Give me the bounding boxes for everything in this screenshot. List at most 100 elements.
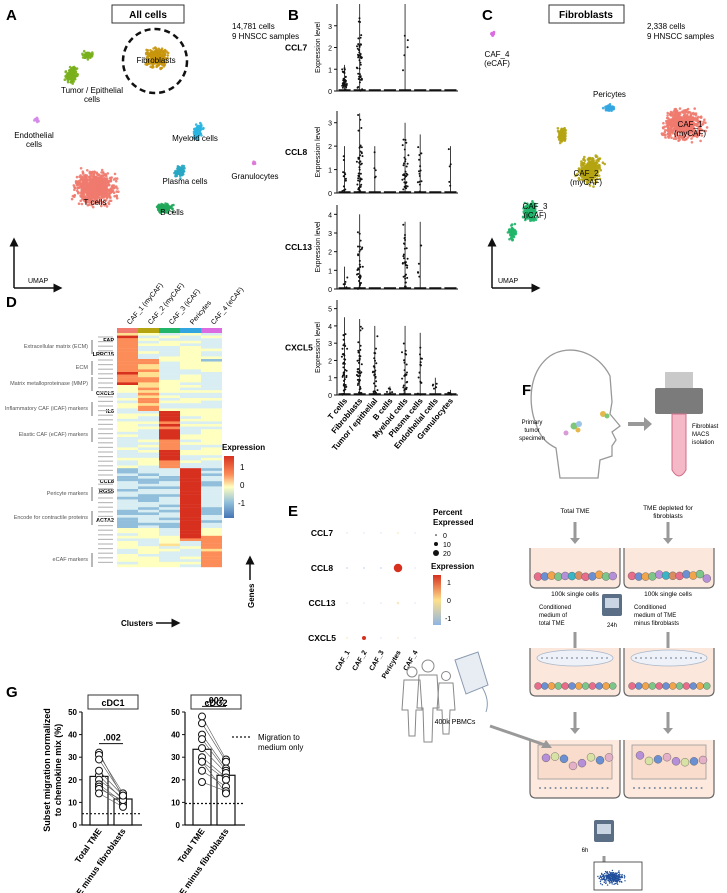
- cluster-tcells-point: [115, 177, 119, 180]
- cluster-plasma: [173, 164, 186, 180]
- cluster-tcells-point: [103, 173, 107, 176]
- heatmap-group-label: Matrix metalloproteinase (MMP): [10, 381, 88, 387]
- violin-point: [406, 380, 409, 383]
- heatmap-cell: [117, 533, 138, 536]
- migrating-cell: [604, 753, 614, 762]
- cluster-myeloid-point: [196, 126, 200, 130]
- cluster-tcells-point: [98, 187, 101, 191]
- violin-point: [419, 380, 422, 383]
- violin-point: [342, 366, 345, 369]
- well-cell: [669, 682, 677, 690]
- medium-particle: [645, 657, 647, 659]
- violin-point: [359, 118, 362, 121]
- cluster-tcells-point: [95, 171, 99, 174]
- heatmap-cell: [117, 379, 138, 383]
- medium-particle: [576, 657, 578, 659]
- heatmap-cell: [201, 424, 222, 427]
- dotplot-dot: [414, 567, 416, 569]
- violin-point: [361, 155, 364, 158]
- heatmap-cell: [159, 359, 180, 362]
- violin-point: [342, 155, 345, 158]
- violin-point: [359, 239, 362, 242]
- heatmap-cell: [201, 361, 222, 365]
- violin-point: [341, 353, 344, 356]
- violin-point: [359, 374, 361, 377]
- cluster-caf2-upper-point: [562, 136, 565, 139]
- violin-point: [375, 391, 377, 394]
- medium-particle: [690, 657, 692, 659]
- violin-ytick-label: 3: [328, 121, 332, 128]
- violin-point: [343, 362, 346, 365]
- violin-point: [403, 359, 406, 362]
- heatmap-cell: [180, 416, 201, 419]
- heatmap-cell: [138, 525, 159, 529]
- violin-point: [359, 185, 362, 188]
- violin-point: [359, 248, 362, 251]
- heatmap-cell: [117, 416, 138, 419]
- heatmap-cell: [180, 548, 201, 552]
- dotplot-dot: [346, 567, 348, 569]
- heatmap-cell: [117, 413, 138, 417]
- heatmap-cell: [180, 335, 201, 339]
- heatmap-cell: [117, 369, 138, 373]
- cluster-caf1-point: [674, 115, 677, 118]
- cluster-caf1-point: [685, 111, 688, 114]
- heatmap-cell: [201, 442, 222, 445]
- cluster-granulocytes: [251, 160, 257, 166]
- heatmap-cell: [138, 515, 159, 518]
- heatmap-cell: [180, 372, 201, 375]
- violin-point: [373, 151, 376, 154]
- heatmap-cell: [180, 538, 201, 542]
- heatmap-cell: [180, 343, 201, 347]
- cluster-caf2-point: [581, 163, 585, 167]
- cluster-tcells-point: [93, 189, 96, 193]
- violin-point: [418, 158, 421, 161]
- donors-icon: [401, 659, 456, 743]
- heatmap-cell: [159, 463, 180, 466]
- heatmap-cell: [201, 494, 222, 497]
- cluster-fibroblasts-point: [155, 65, 158, 69]
- violin-ytick-label: 4: [328, 324, 332, 331]
- panel-a-title: All cells: [129, 10, 167, 21]
- medium-particle: [640, 657, 642, 659]
- violin-point: [435, 386, 438, 389]
- heatmap-cell: [117, 522, 138, 526]
- medium-particle: [648, 787, 651, 789]
- heatmap-legend-tick-0: 0: [240, 481, 245, 490]
- cluster-tcells-point: [80, 202, 84, 206]
- cluster-caf1-point: [670, 136, 673, 139]
- violin-gene-label: CXCL5: [285, 343, 313, 353]
- cluster-tcells-point: [92, 199, 96, 202]
- heatmap-cell: [180, 413, 201, 417]
- flow-event: [605, 880, 607, 882]
- violin-point: [358, 263, 361, 266]
- cluster-tcells-point: [77, 202, 81, 205]
- heatmap-cell: [138, 543, 159, 547]
- cluster-tcells: [70, 167, 120, 209]
- violin-ytick-label: 1: [328, 268, 332, 275]
- flow-event: [606, 871, 608, 873]
- heatmap-cell: [117, 509, 138, 513]
- paired-point: [198, 735, 206, 744]
- flow-cytometry-plot: [593, 861, 643, 891]
- cluster-label-caf4-2: (eCAF): [484, 59, 510, 68]
- flow-event: [600, 883, 602, 885]
- violin-ytick-label: 2: [328, 46, 332, 53]
- panel-a-stats-1: 14,781 cells: [232, 22, 275, 31]
- heatmap-cell: [117, 411, 138, 414]
- paired-point: [198, 757, 206, 766]
- violin-point: [361, 88, 364, 91]
- violin-point: [419, 393, 422, 396]
- heatmap-cell: [159, 522, 180, 526]
- flow-event: [603, 878, 605, 881]
- cluster-tumor-epithelial-top-point: [91, 51, 94, 54]
- violin-point: [361, 327, 364, 330]
- heatmap-group-label: ECM: [76, 365, 89, 371]
- cluster-caf1-point: [678, 107, 682, 110]
- well-cell: [595, 682, 603, 690]
- flow-event: [623, 877, 626, 879]
- violin-ytick-label: 2: [328, 250, 332, 257]
- violin-point: [403, 392, 406, 395]
